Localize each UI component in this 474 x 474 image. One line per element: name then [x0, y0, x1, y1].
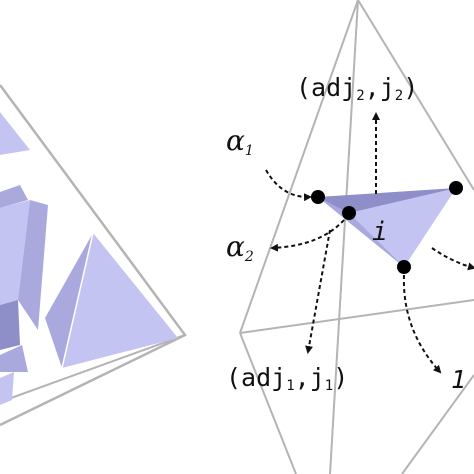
- mesh-face: [0, 345, 28, 372]
- tet-edge: [239, 299, 474, 334]
- label-alpha2: α2: [226, 230, 254, 265]
- tet-edge: [357, 0, 474, 191]
- arrow-to-adj1: [305, 229, 331, 354]
- mesh-face: [0, 300, 20, 350]
- label-i: i: [372, 217, 388, 247]
- mesh-face: [62, 233, 178, 368]
- arrow-right-partial: [431, 247, 474, 271]
- mesh-face: [18, 200, 48, 330]
- mesh-face: [0, 185, 28, 208]
- mesh-face: [0, 112, 30, 155]
- element-face-side: [318, 197, 404, 267]
- tet-edge: [239, 332, 297, 474]
- label-adj1: (adj1,j1): [226, 363, 348, 394]
- vertex-dot: [342, 206, 356, 220]
- arrow-to-one: [402, 274, 442, 374]
- label-alpha1: α1: [226, 124, 254, 159]
- tet-edge: [239, 0, 359, 334]
- label-adj2: (adj2,j2): [296, 73, 418, 104]
- left-tetrahedron-mesh: [0, 84, 187, 427]
- tet-edge: [401, 374, 474, 474]
- right-tetrahedron: [239, 0, 474, 474]
- tet-edge: [329, 0, 359, 474]
- arrow-from-alpha1: [265, 169, 312, 202]
- arrow-to-alpha2: [270, 219, 345, 252]
- vertex-dot: [397, 260, 411, 274]
- mesh-face: [45, 233, 93, 368]
- vertex-dot: [311, 190, 325, 204]
- element-face-front: [349, 188, 456, 267]
- mesh-edge-highlight: [61, 232, 94, 369]
- mesh-face: [0, 200, 30, 305]
- left-tet-edge-inner: [0, 334, 186, 403]
- vertex-dot: [449, 181, 463, 195]
- mesh-face: [0, 372, 14, 405]
- label-one: 1: [451, 365, 466, 394]
